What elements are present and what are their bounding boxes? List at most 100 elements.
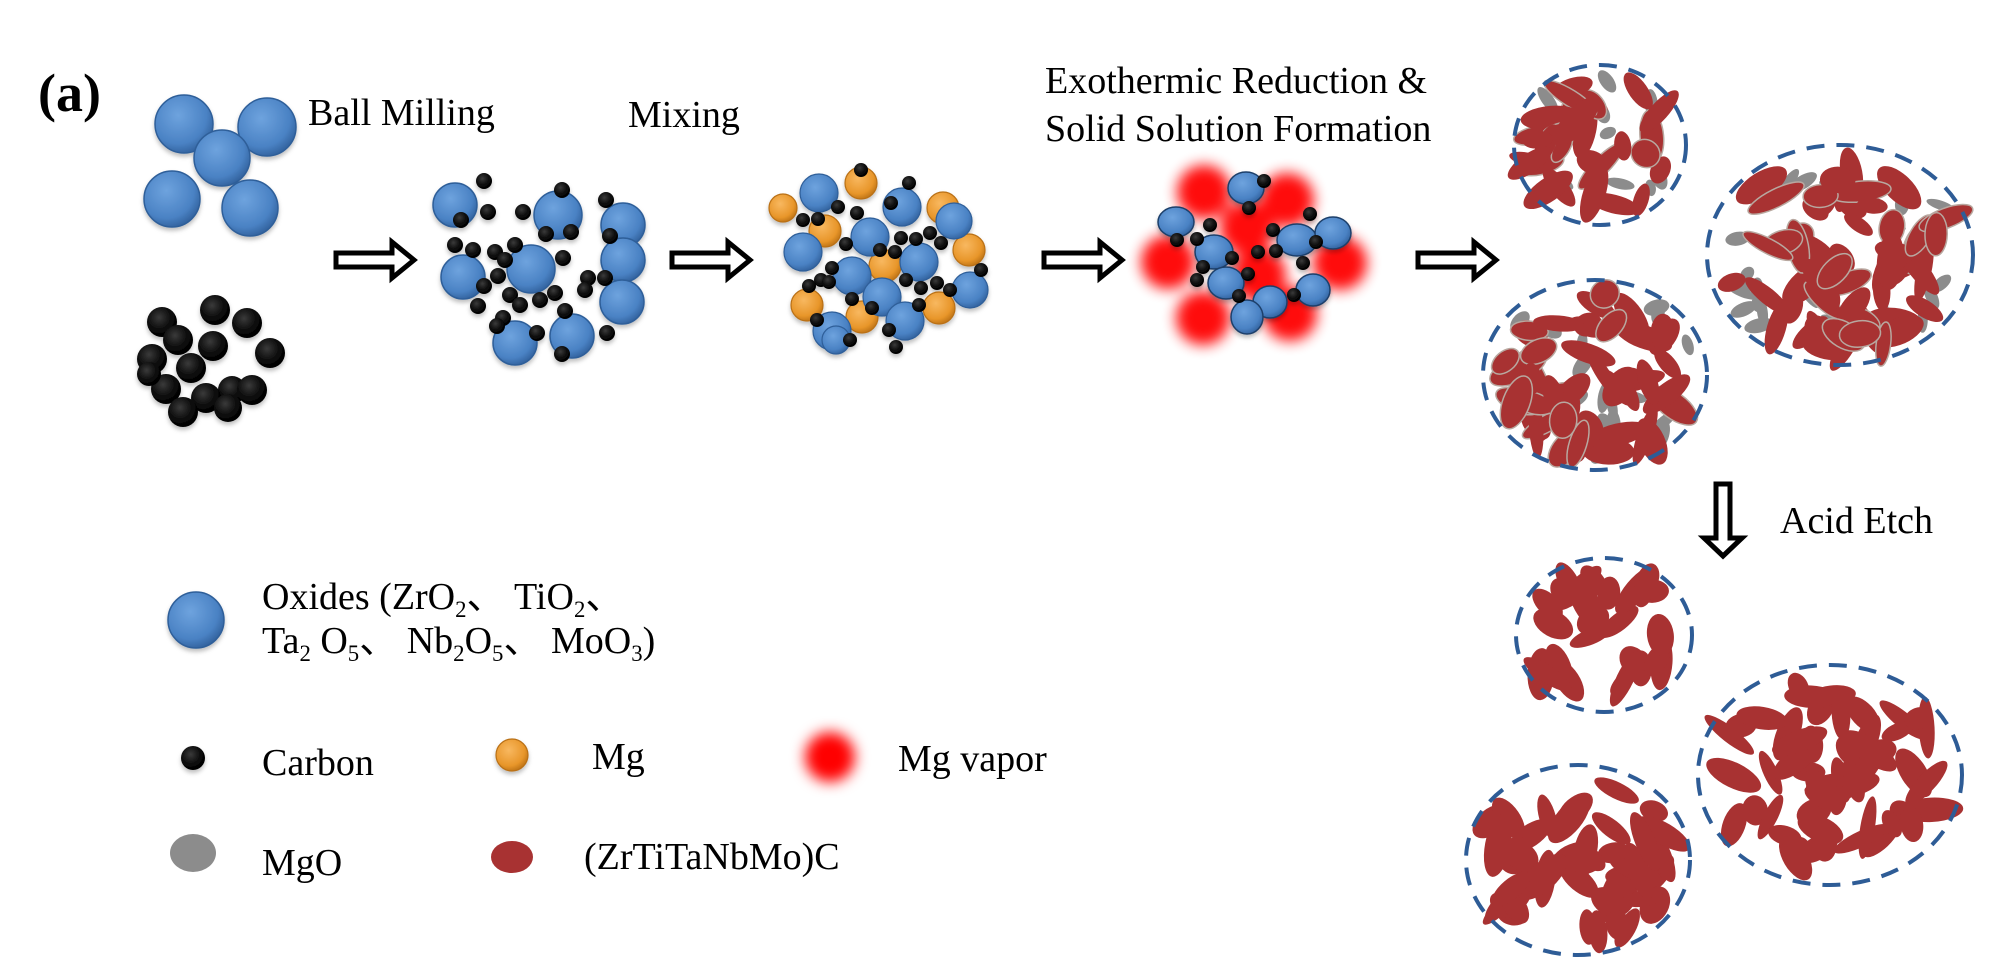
carbide-particle	[1838, 319, 1882, 349]
carbide-mgo-particles	[1481, 63, 1975, 472]
agglomerate	[1514, 556, 1694, 714]
carbide-particle	[1819, 166, 1856, 194]
carbide-particle	[1924, 211, 1948, 257]
carbon-cluster	[137, 295, 285, 427]
legend-carbide-icon	[491, 841, 533, 873]
step-label-acid-etch: Acid Etch	[1780, 500, 1934, 542]
carbide-particle	[1812, 824, 1837, 862]
carbide-particle	[1773, 742, 1818, 780]
carbide-particle	[1579, 909, 1597, 945]
carbide-particle	[1904, 707, 1933, 730]
carbide-particle	[1831, 685, 1851, 740]
carbide-particle	[1517, 853, 1568, 900]
legend-label-mg-vapor: Mg vapor	[898, 738, 1047, 780]
carbide-particle	[1747, 181, 1805, 216]
carbide-particle	[1636, 359, 1660, 405]
carbide-particle	[1881, 721, 1914, 742]
carbide-particle	[1876, 232, 1905, 291]
carbide-particle	[1610, 669, 1635, 696]
ball-milled-mixture	[432, 173, 646, 366]
carbide-particle	[1508, 819, 1552, 853]
legend-label-carbide: (ZrTiTaNbMo)C	[584, 836, 840, 878]
carbide-particle	[1623, 72, 1653, 110]
carbide-particle	[1717, 272, 1746, 292]
carbide-particle	[1490, 347, 1520, 375]
carbide-particle	[1624, 842, 1654, 900]
carbide-particle	[1548, 401, 1578, 439]
agglomerate	[1464, 763, 1692, 957]
mgo-particle	[1605, 177, 1635, 190]
carbide-particle	[1523, 170, 1573, 210]
panel-label: (a)	[38, 63, 101, 123]
legend-label-carbon: Carbon	[262, 742, 374, 784]
legend-mgo-icon	[170, 834, 216, 872]
arrow-icon-step3	[1041, 236, 1126, 284]
dashed-outline	[1464, 763, 1692, 957]
carbide-particle	[1792, 316, 1829, 350]
carbide-particle	[1879, 700, 1926, 740]
dashed-outline	[1481, 278, 1709, 472]
carbide-particle	[1856, 197, 1888, 214]
arrow-icon-step4	[1415, 236, 1500, 284]
carbide-particle	[1784, 685, 1838, 709]
legend-mg-vapor-icon	[805, 732, 855, 782]
carbide-particle	[1646, 613, 1674, 657]
legend-mg-icon	[495, 738, 529, 772]
carbide-particle	[1906, 295, 1944, 323]
carbide-particle	[1650, 313, 1675, 351]
agglomerate	[1507, 63, 1688, 227]
step-label-mixing: Mixing	[628, 94, 740, 136]
carbide-particle	[1846, 696, 1880, 733]
carbide-particle	[1629, 812, 1661, 872]
agglomerate	[1696, 663, 1964, 887]
carbide-particle	[1594, 777, 1639, 804]
agglomerate	[1481, 278, 1709, 472]
mgo-particle	[1681, 334, 1694, 356]
carbide-particle	[1533, 608, 1574, 640]
legend-symbols	[167, 591, 855, 873]
mgo-particle	[1599, 126, 1616, 140]
carbide-particle	[1900, 806, 1924, 843]
carbide-particle	[1632, 578, 1653, 608]
carbide-particle	[1905, 760, 1948, 806]
dashed-outline	[1514, 556, 1694, 714]
reduction-mixture	[1141, 165, 1367, 345]
legend-oxide-icon	[167, 591, 225, 649]
carbide-particle	[1523, 657, 1572, 692]
carbide-particle	[1742, 230, 1794, 262]
oxide-cluster	[143, 94, 297, 237]
carbide-particle	[1522, 131, 1553, 149]
carbide-particle	[1780, 289, 1804, 324]
agglomerate	[1705, 143, 1975, 371]
legend-label-mg: Mg	[592, 736, 645, 778]
carbide-particle	[1835, 736, 1860, 766]
legend-label-oxides-line2: Ta2 O5、 Nb2O5、 MoO3)	[262, 620, 656, 666]
legend-label-oxides-line1: Oxides (ZrO2、 TiO2、	[262, 576, 624, 622]
carbide-particle	[1483, 813, 1512, 877]
carbide-particle	[1639, 90, 1679, 133]
carbide-particle	[1589, 278, 1621, 309]
step-label-ball-milling: Ball Milling	[308, 92, 495, 134]
carbide-particle	[1720, 803, 1748, 847]
legend-carbon-icon	[181, 746, 205, 770]
carbide-particle	[1507, 146, 1552, 180]
carbide-particle	[1736, 706, 1788, 730]
carbide-particle	[1519, 337, 1558, 366]
carbide-particle	[1833, 823, 1890, 854]
carbide-particle	[1805, 768, 1834, 811]
arrow-icon-acid-etch	[1697, 481, 1749, 560]
carbide-particle	[1768, 824, 1802, 846]
step-label-reduction-line1: Exothermic Reduction &	[1045, 60, 1428, 102]
carbide-particles-etched	[1464, 556, 1964, 957]
arrow-icon-step2	[669, 236, 754, 284]
mgo-particle	[1730, 301, 1757, 318]
carbide-particle	[1621, 890, 1664, 908]
carbide-particle	[1877, 166, 1922, 210]
carbide-particle	[1573, 824, 1599, 876]
carbide-particle	[1836, 287, 1871, 326]
dashed-outline	[1705, 143, 1975, 367]
carbide-particle	[1591, 812, 1631, 845]
carbide-particle	[1602, 366, 1638, 407]
carbide-particle	[1654, 348, 1682, 379]
